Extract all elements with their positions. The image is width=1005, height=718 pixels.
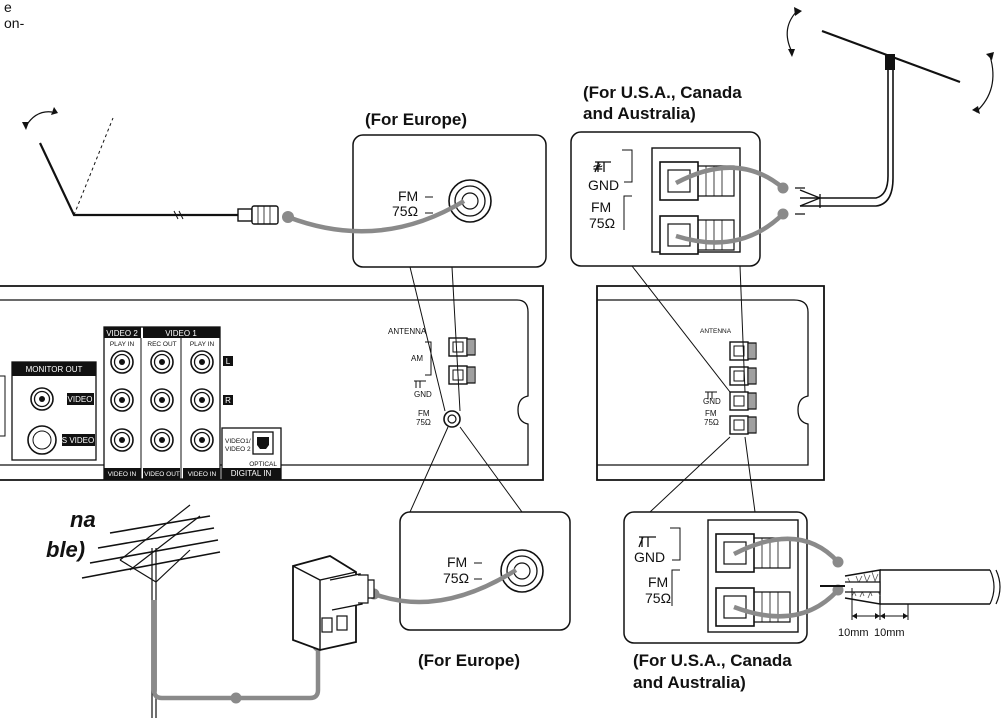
play-in-label-1: PLAY IN <box>110 341 135 348</box>
header-fragment-line2: on- <box>4 15 25 31</box>
optical-label: OPTICAL <box>249 461 277 468</box>
video1-video2-label-a: VIDEO1/ <box>225 438 251 445</box>
zoom-guide-lines <box>409 265 756 513</box>
badge-r: R <box>225 396 231 405</box>
usa-bottom-wire-upper <box>732 536 840 564</box>
digital-in-label: DIGITAL IN <box>231 469 272 478</box>
am-label-left: AM <box>411 354 423 363</box>
fm-label-right: FM <box>705 409 717 418</box>
europe-bottom-fm: FM <box>447 554 467 570</box>
europe-top-callout: (For Europe) FM 75Ω <box>352 110 547 268</box>
video2-label: VIDEO 2 <box>106 329 138 338</box>
rear-panel-left: MONITOR OUT VIDEO S VIDEO VIDEO 2 VIDEO … <box>0 285 544 481</box>
europe-top-fm: FM <box>398 188 418 204</box>
antenna-label-right: ANTENNA <box>700 328 732 335</box>
rec-out-label: REC OUT <box>147 341 176 348</box>
t-antenna <box>786 7 994 215</box>
usa-bottom-fm: FM <box>648 574 668 590</box>
ohm-label-right: 75Ω <box>704 418 719 427</box>
usa-bottom-title-line2: and Australia) <box>633 673 746 692</box>
antenna-adapter <box>292 555 375 651</box>
usa-top-wire-lower <box>675 212 785 245</box>
usa-bottom-ohm: 75Ω <box>645 590 671 606</box>
usa-top-title-line2: and Australia) <box>583 104 696 123</box>
usa-bottom-title-line1: (For U.S.A., Canada <box>633 651 792 670</box>
monitor-out-label: MONITOR OUT <box>26 365 83 374</box>
video-in-label-2: VIDEO IN <box>188 471 217 478</box>
header-fragment-line1: e <box>4 0 12 15</box>
video-in-label-1: VIDEO IN <box>108 471 137 478</box>
europe-bottom-callout: FM 75Ω (For Europe) <box>399 511 571 670</box>
usa-bottom-wire-lower <box>733 588 840 619</box>
badge-l: L <box>226 357 231 366</box>
video-badge: VIDEO <box>68 395 93 404</box>
gnd-label-right: GND <box>703 397 721 406</box>
europe-bottom-title: (For Europe) <box>418 651 520 670</box>
usa-top-gnd: GND <box>588 177 619 193</box>
yagi-antenna <box>81 504 324 718</box>
coaxial-cable: 10mm 10mm <box>820 569 1001 639</box>
svideo-badge: S VIDEO <box>62 436 94 445</box>
video1-video2-label-b: VIDEO 2 <box>225 446 251 453</box>
fm-label-left: FM <box>418 409 430 418</box>
video1-label: VIDEO 1 <box>165 329 197 338</box>
europe-top-title: (For Europe) <box>365 110 467 129</box>
europe-bottom-ohm: 75Ω <box>443 570 469 586</box>
usa-top-title-line1: (For U.S.A., Canada <box>583 83 742 102</box>
ohm-label-left: 75Ω <box>416 418 431 427</box>
europe-top-cable-plug <box>282 211 294 223</box>
measure-left: 10mm <box>838 627 869 639</box>
gnd-label-left: GND <box>414 390 432 399</box>
rear-panel-right: ANTENNA GND FM 75Ω <box>596 285 825 481</box>
usa-top-wire-upper <box>674 165 785 190</box>
usa-bottom-callout: GND FM 75Ω (For U.S.A., Canada and Austr… <box>623 511 808 692</box>
rod-antenna <box>22 107 279 225</box>
usa-top-fm: FM <box>591 199 611 215</box>
play-in-label-2: PLAY IN <box>190 341 215 348</box>
measure-right: 10mm <box>874 627 905 639</box>
europe-bottom-cable <box>373 568 518 605</box>
usa-top-callout: (For U.S.A., Canada and Australia) ≄ GND… <box>570 83 761 267</box>
usa-top-ohm: 75Ω <box>589 215 615 231</box>
europe-top-ohm: 75Ω <box>392 203 418 219</box>
italic-fragment-line2: ble) <box>46 537 85 562</box>
usa-bottom-gnd: GND <box>634 549 665 565</box>
video-out-label: VIDEO OUT <box>144 471 180 478</box>
italic-fragment-line1: na <box>70 507 96 532</box>
europe-top-cable <box>287 199 466 234</box>
antenna-label-left: ANTENNA <box>388 327 427 336</box>
